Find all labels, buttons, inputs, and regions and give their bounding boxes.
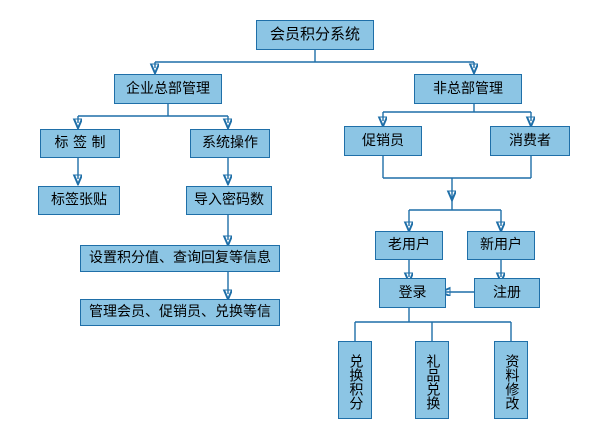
node-profile-edit[interactable]: 资料修改 xyxy=(494,341,528,419)
node-new-user[interactable]: 新用户 xyxy=(467,231,535,260)
node-root[interactable]: 会员积分系统 xyxy=(256,20,374,50)
node-promoter[interactable]: 促销员 xyxy=(344,126,422,156)
node-set-points-query[interactable]: 设置积分值、查询回复等信息 xyxy=(80,245,280,272)
node-gift-exchange[interactable]: 礼品兑换 xyxy=(415,341,449,419)
node-old-user[interactable]: 老用户 xyxy=(375,231,443,260)
node-system-operation[interactable]: 系统操作 xyxy=(190,129,270,158)
node-label-posting[interactable]: 标签张贴 xyxy=(38,186,120,215)
node-login[interactable]: 登录 xyxy=(379,278,446,308)
node-register[interactable]: 注册 xyxy=(474,278,540,308)
node-consumer[interactable]: 消费者 xyxy=(490,126,570,156)
node-hq-management[interactable]: 企业总部管理 xyxy=(114,74,222,104)
node-label-making[interactable]: 标 签 制 xyxy=(40,129,120,158)
node-non-hq-management[interactable]: 非总部管理 xyxy=(414,74,522,104)
node-manage-members[interactable]: 管理会员、促销员、兑换等信 xyxy=(80,299,280,326)
node-exchange-points[interactable]: 兑换积分 xyxy=(338,341,372,419)
node-import-password[interactable]: 导入密码数 xyxy=(186,186,272,215)
